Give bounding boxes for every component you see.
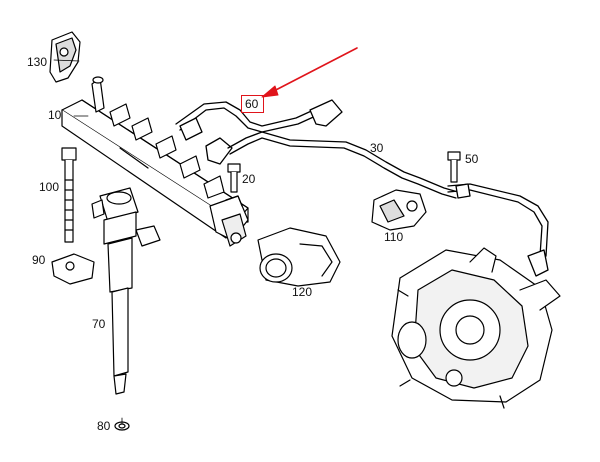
callout-20: 20 bbox=[242, 172, 256, 186]
bolt-20 bbox=[227, 163, 241, 193]
bracket-130 bbox=[49, 31, 81, 83]
leader-lines bbox=[53, 59, 123, 425]
callout-130: 130 bbox=[27, 55, 48, 69]
callout-10: 10 bbox=[48, 108, 62, 122]
callout-90: 90 bbox=[32, 253, 46, 267]
callout-70: 70 bbox=[92, 317, 106, 331]
callout-60: 60 bbox=[245, 97, 259, 111]
callout-100: 100 bbox=[39, 180, 60, 194]
bolt-100 bbox=[61, 147, 77, 243]
clamp-90 bbox=[51, 253, 95, 285]
highlight-box-60 bbox=[241, 95, 264, 113]
injector-70 bbox=[91, 187, 161, 395]
bolt-50 bbox=[447, 151, 461, 183]
fuel-rail-10 bbox=[61, 76, 249, 247]
callout-50: 50 bbox=[465, 152, 479, 166]
bracket-110 bbox=[371, 189, 427, 231]
clamp-120 bbox=[257, 227, 341, 287]
callout-80: 80 bbox=[97, 419, 111, 433]
callout-120: 120 bbox=[292, 285, 313, 299]
fuel-lines bbox=[175, 99, 549, 277]
highlight-arrow bbox=[261, 47, 358, 98]
callout-30: 30 bbox=[370, 141, 384, 155]
callout-110: 110 bbox=[384, 230, 404, 244]
high-pressure-pump bbox=[391, 247, 561, 409]
